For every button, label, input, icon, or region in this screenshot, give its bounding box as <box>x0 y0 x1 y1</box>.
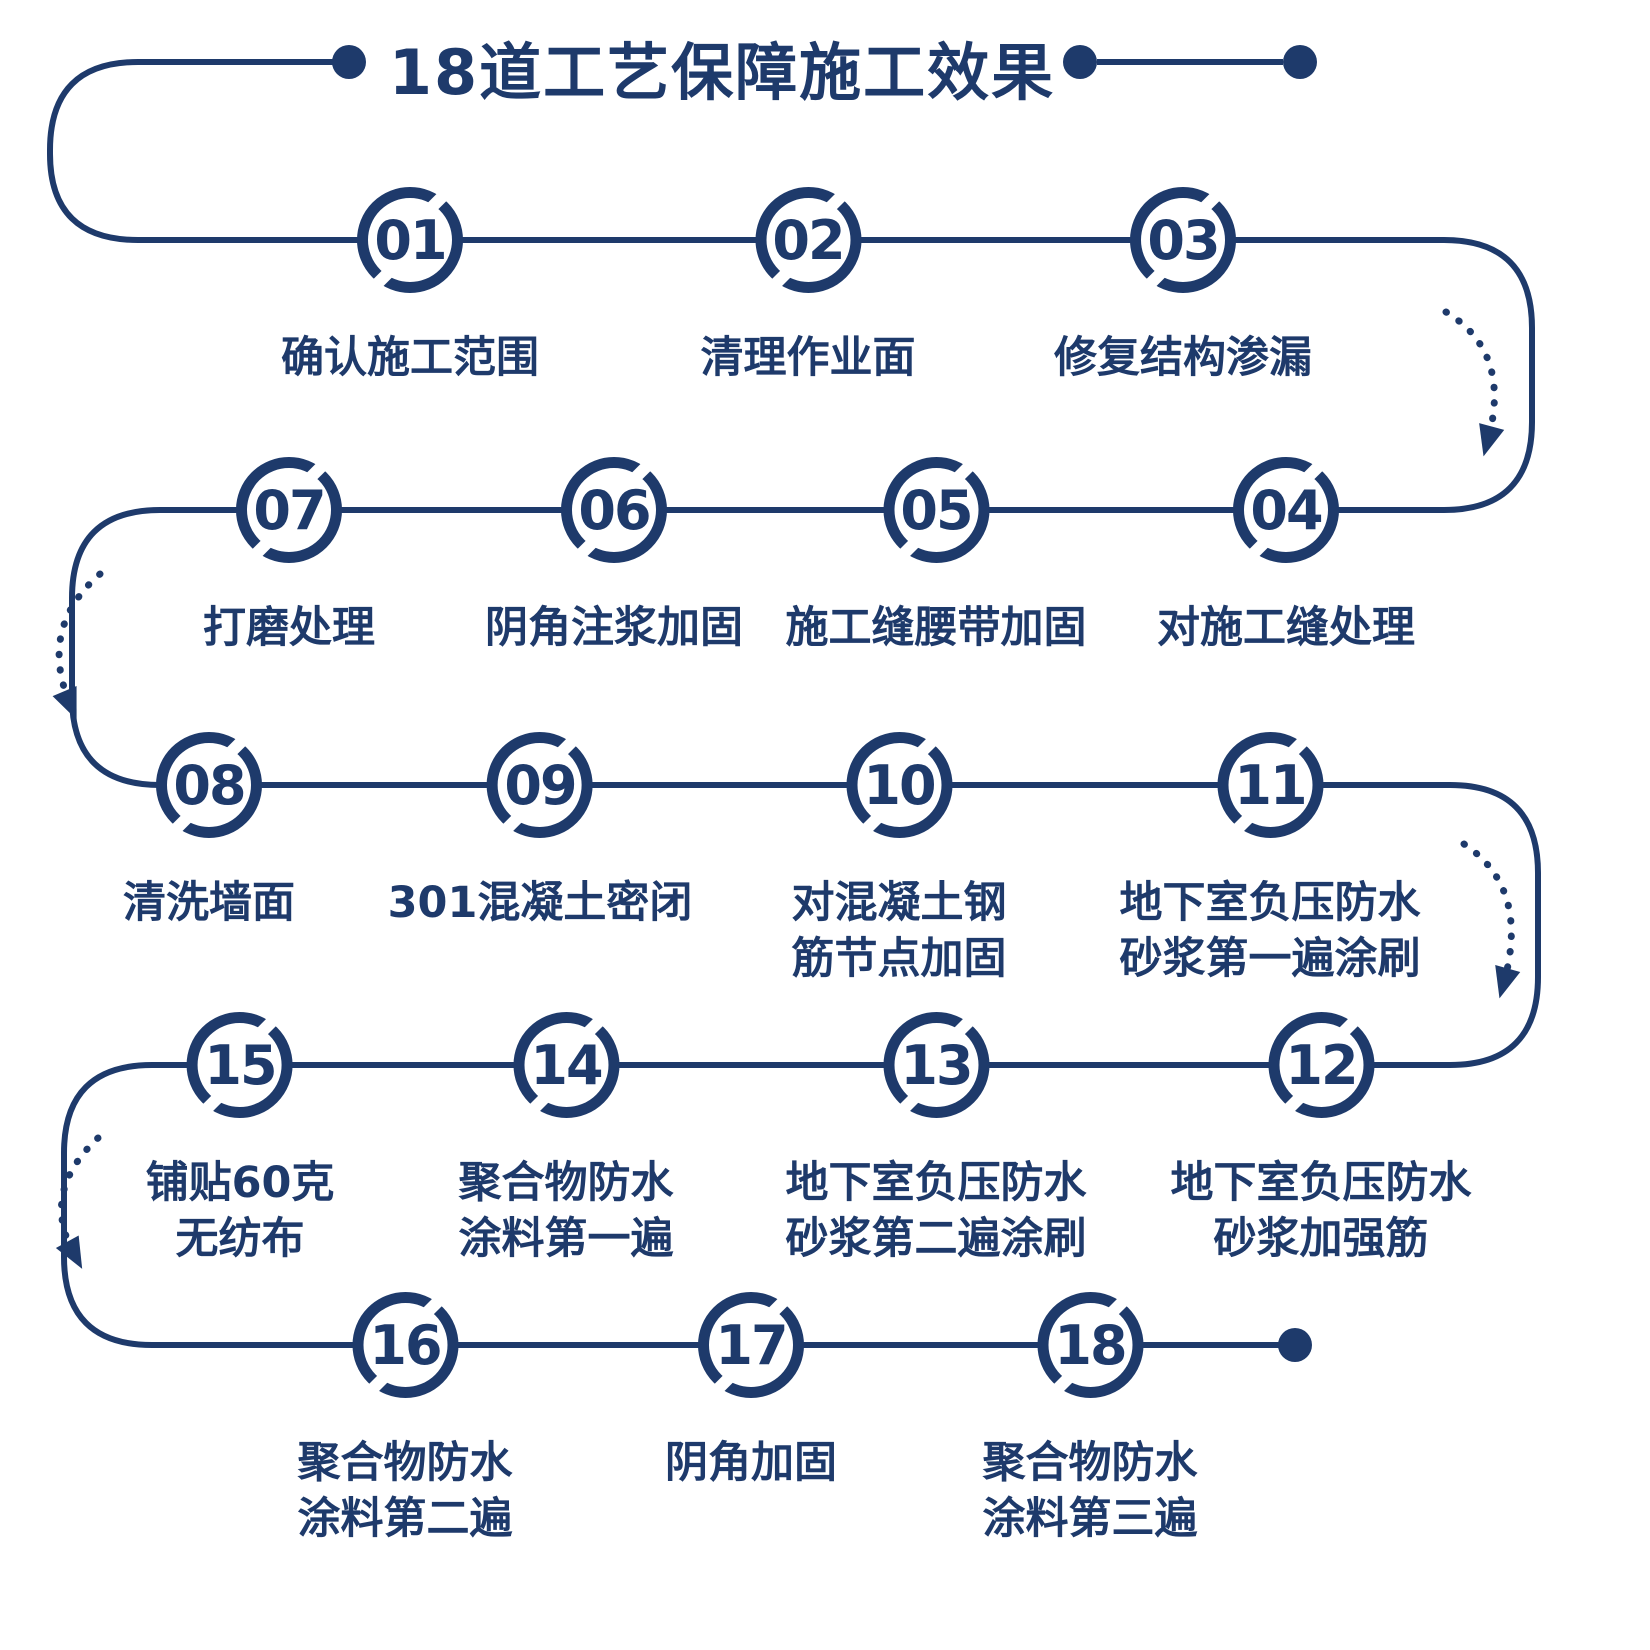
step-01: 01 确认施工范围 <box>281 187 539 387</box>
step-17-circle: 17 <box>698 1292 804 1398</box>
step-06-number: 06 <box>578 478 651 542</box>
step-18-number: 18 <box>1054 1313 1127 1377</box>
step-02-circle: 02 <box>755 187 861 293</box>
step-16-circle: 16 <box>352 1292 458 1398</box>
step-14-circle: 14 <box>513 1012 619 1118</box>
step-03-number: 03 <box>1147 208 1220 272</box>
step-15-circle: 15 <box>187 1012 293 1118</box>
title-dot-left <box>332 45 366 79</box>
step-04-circle: 04 <box>1233 457 1339 563</box>
step-13: 13 地下室负压防水 砂浆第二遍涂刷 <box>786 1012 1087 1268</box>
step-04: 04 对施工缝处理 <box>1157 457 1415 657</box>
step-15-number: 15 <box>204 1033 277 1097</box>
step-17: 17 阴角加固 <box>665 1292 837 1492</box>
step-04-label: 对施工缝处理 <box>1157 603 1415 653</box>
step-03-label: 修复结构渗漏 <box>1054 333 1312 383</box>
step-09: 09 301混凝土密闭 <box>387 732 693 932</box>
step-07-circle: 07 <box>236 457 342 563</box>
step-14: 14 聚合物防水 涂料第一遍 <box>459 1012 674 1268</box>
step-07-number: 07 <box>253 478 326 542</box>
step-16-number: 16 <box>369 1313 442 1377</box>
step-05-circle: 05 <box>883 457 989 563</box>
step-02: 02 清理作业面 <box>701 187 916 387</box>
step-12-circle: 12 <box>1268 1012 1374 1118</box>
step-18-circle: 18 <box>1037 1292 1143 1398</box>
step-17-label: 阴角加固 <box>665 1438 837 1488</box>
step-15: 15 铺贴60克 无纺布 <box>145 1012 335 1268</box>
step-14-label: 聚合物防水 涂料第一遍 <box>458 1158 674 1264</box>
step-10-label: 对混凝土钢 筋节点加固 <box>791 878 1007 984</box>
dotted-arrow-left-1-icon <box>52 570 104 720</box>
flow-end-dot <box>1278 1328 1312 1362</box>
title-dot-mid <box>1063 45 1097 79</box>
step-12-number: 12 <box>1285 1033 1358 1097</box>
title-dot-right <box>1283 45 1317 79</box>
step-02-label: 清理作业面 <box>700 333 916 383</box>
step-07: 07 打磨处理 <box>203 457 375 657</box>
step-15-label: 铺贴60克 无纺布 <box>145 1158 335 1264</box>
step-17-number: 17 <box>715 1313 788 1377</box>
step-10: 10 对混凝土钢 筋节点加固 <box>792 732 1007 988</box>
step-11-label: 地下室负压防水 砂浆第一遍涂刷 <box>1119 878 1421 984</box>
step-04-number: 04 <box>1250 478 1323 542</box>
step-16: 16 聚合物防水 涂料第二遍 <box>298 1292 513 1548</box>
step-08: 08 清洗墙面 <box>123 732 295 932</box>
step-07-label: 打磨处理 <box>203 603 375 653</box>
step-01-number: 01 <box>374 208 447 272</box>
step-11-circle: 11 <box>1217 732 1323 838</box>
dotted-arrow-right-1-icon <box>1442 308 1505 457</box>
step-09-circle: 09 <box>486 732 593 838</box>
step-09-label: 301混凝土密闭 <box>387 878 693 928</box>
step-05-label: 施工缝腰带加固 <box>785 603 1087 653</box>
step-08-circle: 08 <box>156 732 262 838</box>
step-13-label: 地下室负压防水 砂浆第二遍涂刷 <box>785 1158 1087 1264</box>
step-18: 18 聚合物防水 涂料第三遍 <box>983 1292 1198 1548</box>
step-13-circle: 13 <box>883 1012 989 1118</box>
serpentine-flow-line <box>47 59 1541 1348</box>
step-09-number: 09 <box>504 753 577 817</box>
step-10-circle: 10 <box>846 732 952 838</box>
step-16-label: 聚合物防水 涂料第二遍 <box>297 1438 513 1544</box>
step-06-circle: 06 <box>561 457 667 563</box>
step-05: 05 施工缝腰带加固 <box>786 457 1087 657</box>
step-06: 06 阴角注浆加固 <box>485 457 743 657</box>
step-06-label: 阴角注浆加固 <box>485 603 743 653</box>
step-12-label: 地下室负压防水 砂浆加强筋 <box>1170 1158 1472 1264</box>
step-05-number: 05 <box>900 478 973 542</box>
dotted-arrow-right-2-icon <box>1460 840 1521 999</box>
step-11-number: 11 <box>1234 753 1307 817</box>
dotted-arrow-left-2-icon <box>55 1134 102 1269</box>
step-10-number: 10 <box>863 753 936 817</box>
step-01-circle: 01 <box>357 187 463 293</box>
step-14-number: 14 <box>530 1033 603 1097</box>
step-13-number: 13 <box>900 1033 973 1097</box>
step-08-number: 08 <box>173 753 246 817</box>
step-03-circle: 03 <box>1130 187 1236 293</box>
step-01-label: 确认施工范围 <box>281 333 539 383</box>
step-02-number: 02 <box>772 208 845 272</box>
step-11: 11 地下室负压防水 砂浆第一遍涂刷 <box>1120 732 1421 988</box>
step-03: 03 修复结构渗漏 <box>1054 187 1312 387</box>
step-18-label: 聚合物防水 涂料第三遍 <box>982 1438 1198 1544</box>
step-12: 12 地下室负压防水 砂浆加强筋 <box>1171 1012 1472 1268</box>
page-title: 18道工艺保障施工效果 <box>388 36 1056 109</box>
step-08-label: 清洗墙面 <box>123 878 295 928</box>
